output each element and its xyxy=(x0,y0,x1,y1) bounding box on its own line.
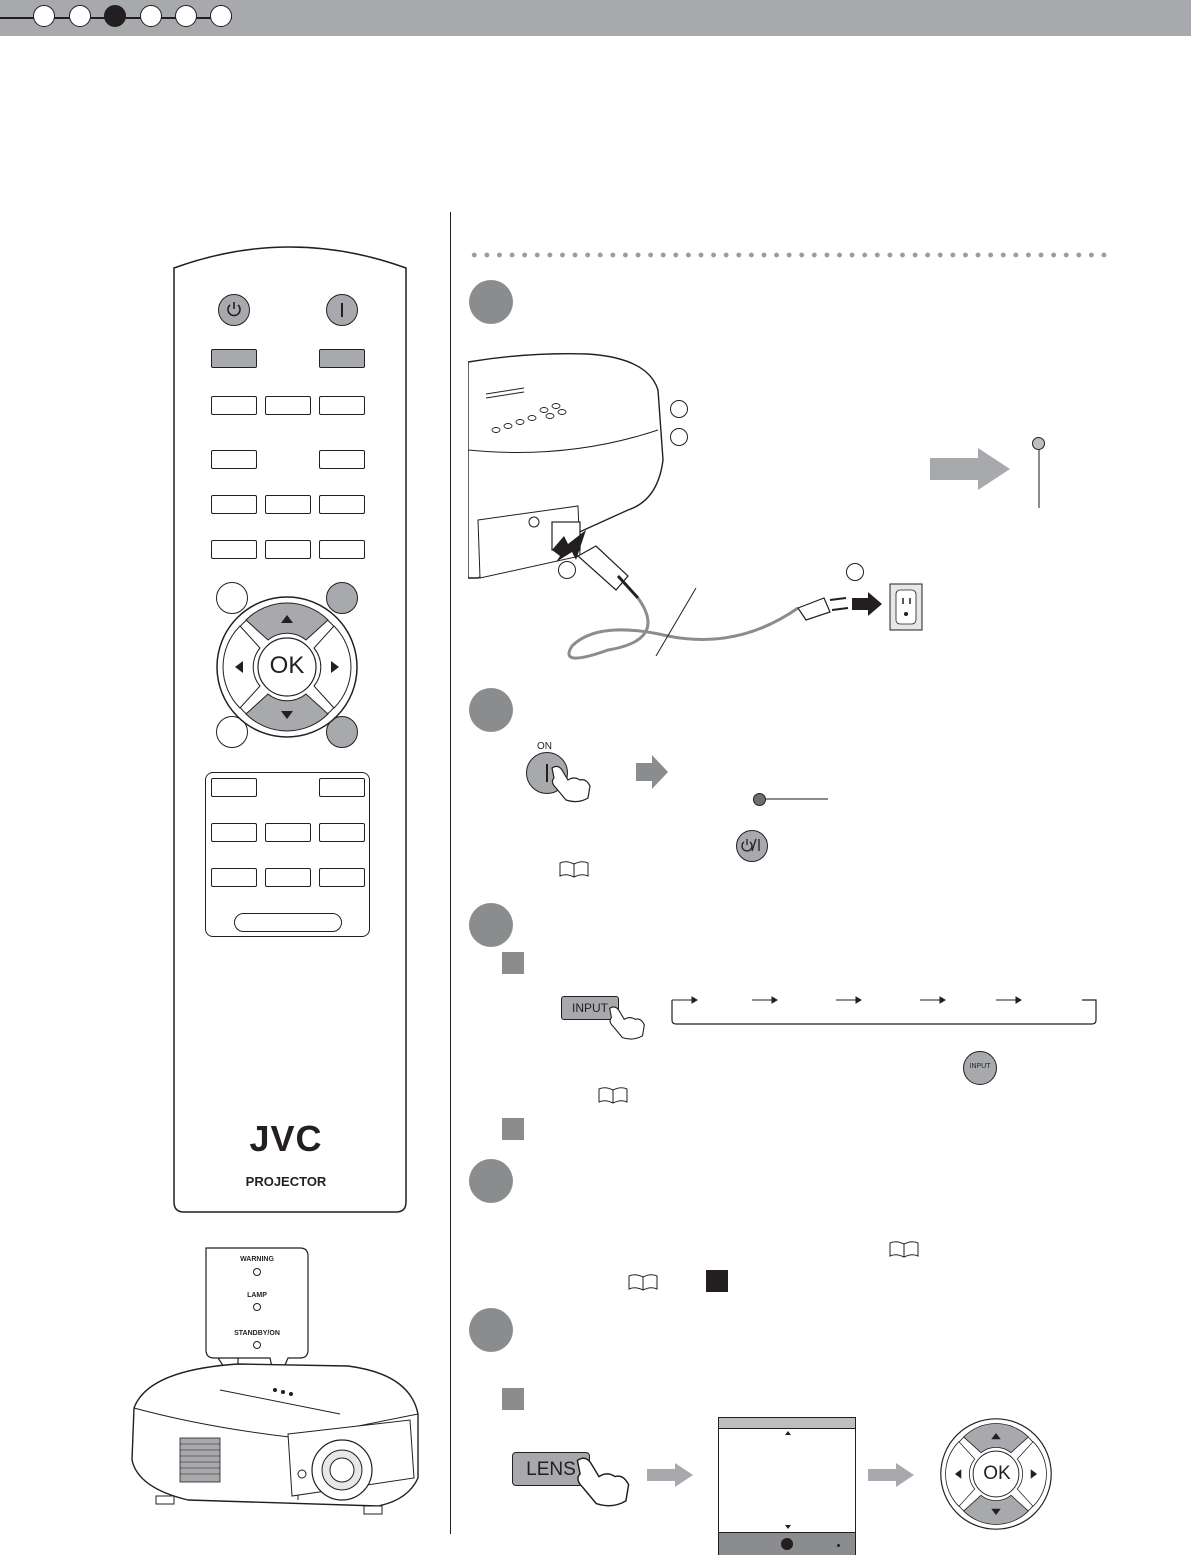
remote-button-r1c2[interactable] xyxy=(265,396,311,415)
power-cord-illustration xyxy=(468,352,923,660)
step-5-marker xyxy=(469,1308,513,1352)
black-square-marker xyxy=(706,1270,728,1292)
remote-lower-panel xyxy=(205,772,370,937)
indicator-led-orange xyxy=(1032,437,1045,450)
pressing-hand-icon xyxy=(609,1006,645,1040)
remote-button-p3c2[interactable] xyxy=(265,868,311,887)
grey-arrow-icon xyxy=(930,448,1010,490)
grey-arrow-icon xyxy=(647,1463,693,1487)
remote-button-p3c3[interactable] xyxy=(319,868,365,887)
remote-brand-logo: JVC xyxy=(249,1118,323,1159)
substep-marker-3-1 xyxy=(502,952,524,974)
step-indicator-4 xyxy=(140,5,162,27)
pressing-hand-icon xyxy=(551,765,591,803)
indicator-lamp-label: LAMP xyxy=(247,1292,267,1299)
lens-button-illustration: LENS xyxy=(512,1452,590,1486)
remote-button-p1c1[interactable] xyxy=(211,778,257,797)
remote-corner-button-top-right[interactable] xyxy=(326,582,358,614)
lens-menu-top-bar xyxy=(719,1418,855,1429)
on-icon xyxy=(546,764,548,782)
remote-button-r4c1[interactable] xyxy=(211,540,257,559)
substep-marker-5-1 xyxy=(502,1388,524,1410)
remote-button-p2c1[interactable] xyxy=(211,823,257,842)
input-round-icon-label: INPUT xyxy=(969,1063,991,1070)
input-round-icon: INPUT xyxy=(963,1051,997,1085)
on-button-label: ON xyxy=(537,741,552,752)
remote-button-grey-right[interactable] xyxy=(319,349,365,368)
on-icon xyxy=(341,303,343,317)
remote-button-r1c1[interactable] xyxy=(211,396,257,415)
lens-dpad-illustration xyxy=(940,1418,1052,1530)
lens-menu-bottom-bar xyxy=(719,1532,855,1555)
remote-button-p3c1[interactable] xyxy=(211,868,257,887)
book-reference-icon xyxy=(889,1241,919,1258)
book-reference-icon xyxy=(598,1087,628,1104)
lens-menu-up-arrow xyxy=(785,1431,791,1435)
step-2-arrow-icon xyxy=(636,755,668,789)
lens-menu-dot xyxy=(837,1544,840,1547)
power-toggle-icon xyxy=(741,838,760,852)
indicator-warning-label: WARNING xyxy=(240,1256,274,1263)
remote-corner-button-bottom-right[interactable] xyxy=(326,716,358,748)
remote-button-r2c1[interactable] xyxy=(211,450,257,469)
remote-button-p2c2[interactable] xyxy=(265,823,311,842)
grey-arrow-icon xyxy=(868,1463,914,1487)
remote-dpad[interactable] xyxy=(216,596,358,738)
remote-button-r4c3[interactable] xyxy=(319,540,365,559)
input-cycle-diagram xyxy=(671,996,1097,1025)
column-divider xyxy=(450,212,451,1534)
step-indicator-2 xyxy=(69,5,91,27)
power-icon xyxy=(227,302,241,317)
remote-model-label: PROJECTOR xyxy=(245,1174,327,1189)
lens-menu-screen xyxy=(718,1417,856,1555)
callout-marker-plug xyxy=(558,561,576,579)
lens-button-label: LENS xyxy=(526,1459,576,1480)
remote-button-wide[interactable] xyxy=(234,913,342,932)
callout-marker-outlet xyxy=(846,563,864,581)
substep-marker-3-2 xyxy=(502,1118,524,1140)
input-button-label: INPUT xyxy=(572,1001,608,1015)
lens-dpad-ok-label: OK xyxy=(983,1463,1011,1484)
remote-button-grey-left[interactable] xyxy=(211,349,257,368)
callout-marker-b xyxy=(670,428,688,446)
remote-button-p2c3[interactable] xyxy=(319,823,365,842)
step-3-marker xyxy=(469,903,513,947)
remote-button-p1c3[interactable] xyxy=(319,778,365,797)
page-header xyxy=(0,0,1191,36)
remote-button-r3c3[interactable] xyxy=(319,495,365,514)
step-indicator-6 xyxy=(210,5,232,27)
projector-illustration xyxy=(131,1247,419,1515)
remote-corner-button-top-left[interactable] xyxy=(216,582,248,614)
remote-standby-button[interactable] xyxy=(218,294,250,326)
step-1-marker xyxy=(469,280,513,324)
indicator-standby-label: STANDBY/ON xyxy=(234,1330,280,1337)
indicator-led-on xyxy=(753,793,766,806)
indicator-led-line xyxy=(766,798,828,800)
remote-button-r4c2[interactable] xyxy=(265,540,311,559)
dotted-separator xyxy=(468,252,1113,258)
remote-button-r1c3[interactable] xyxy=(319,396,365,415)
indicator-led-stem xyxy=(1038,450,1040,508)
callout-marker-a xyxy=(670,400,688,418)
pressing-hand-icon xyxy=(576,1457,630,1507)
standby-on-button-icon xyxy=(736,830,768,862)
lens-menu-down-arrow xyxy=(785,1525,791,1529)
book-reference-icon xyxy=(628,1274,658,1291)
book-reference-icon xyxy=(559,861,589,878)
step-2-marker xyxy=(469,688,513,732)
step-4-marker xyxy=(469,1159,513,1203)
step-indicator-5 xyxy=(175,5,197,27)
remote-button-r2c3[interactable] xyxy=(319,450,365,469)
remote-on-button[interactable] xyxy=(326,294,358,326)
step-indicator-3-active xyxy=(104,5,126,27)
lens-menu-ok-icon xyxy=(781,1538,793,1550)
remote-button-r3c2[interactable] xyxy=(265,495,311,514)
remote-button-r3c1[interactable] xyxy=(211,495,257,514)
remote-ok-label: OK xyxy=(269,652,305,679)
step-indicator-1 xyxy=(33,5,55,27)
